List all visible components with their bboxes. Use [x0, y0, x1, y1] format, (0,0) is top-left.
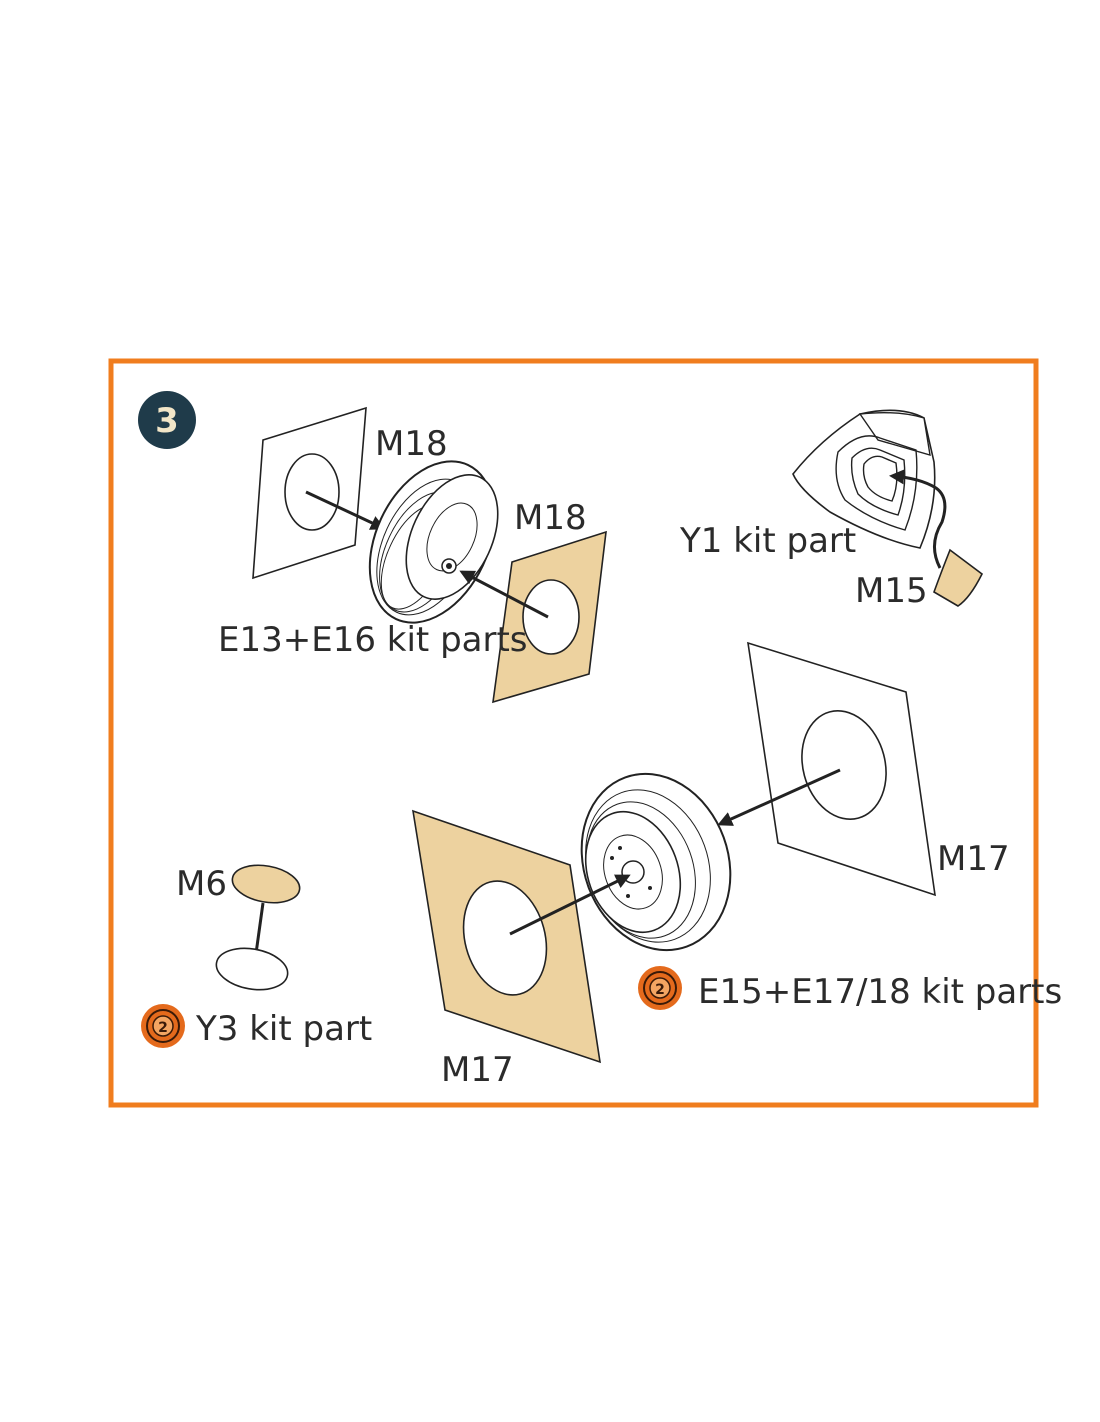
m15-part — [933, 548, 984, 607]
label-e15-e17-18: E15+E17/18 kit parts — [698, 972, 1062, 1012]
svg-text:2: 2 — [655, 982, 665, 998]
m6-part — [231, 864, 301, 904]
arrow-m17-to-wheel — [717, 768, 841, 826]
label-m6: M6 — [176, 864, 227, 904]
label-y3: Y3 kit part — [195, 1009, 372, 1049]
label-m17-right: M17 — [937, 839, 1010, 879]
y3-kit-part — [215, 947, 289, 991]
y1-kit-part — [792, 409, 936, 549]
label-m17-bottom: M17 — [441, 1050, 514, 1090]
arrow-m15-to-y1 — [889, 469, 947, 569]
paint-badge-icon: 2 — [638, 966, 682, 1010]
m17-backing-sheet — [747, 641, 936, 897]
m18-mask — [492, 530, 607, 704]
arrow-m18-to-wheel — [305, 490, 386, 530]
large-wheel — [580, 772, 732, 952]
step-badge: 3 — [138, 391, 196, 449]
label-m18-top: M18 — [375, 424, 448, 464]
arrow-m17-mask-to-wheel — [509, 874, 631, 936]
arrow-m18-mask-to-wheel — [459, 570, 549, 619]
step-number: 3 — [155, 401, 179, 441]
svg-text:2: 2 — [158, 1020, 168, 1036]
m17-mask — [411, 809, 601, 1064]
paint-badge-icon: 2 — [141, 1004, 185, 1048]
label-m15: M15 — [855, 571, 928, 611]
label-e13-e16: E13+E16 kit parts — [218, 620, 528, 660]
step-frame — [108, 358, 1039, 1108]
small-wheel — [368, 460, 499, 624]
label-m18-mask: M18 — [514, 498, 587, 538]
label-y1: Y1 kit part — [679, 521, 856, 561]
